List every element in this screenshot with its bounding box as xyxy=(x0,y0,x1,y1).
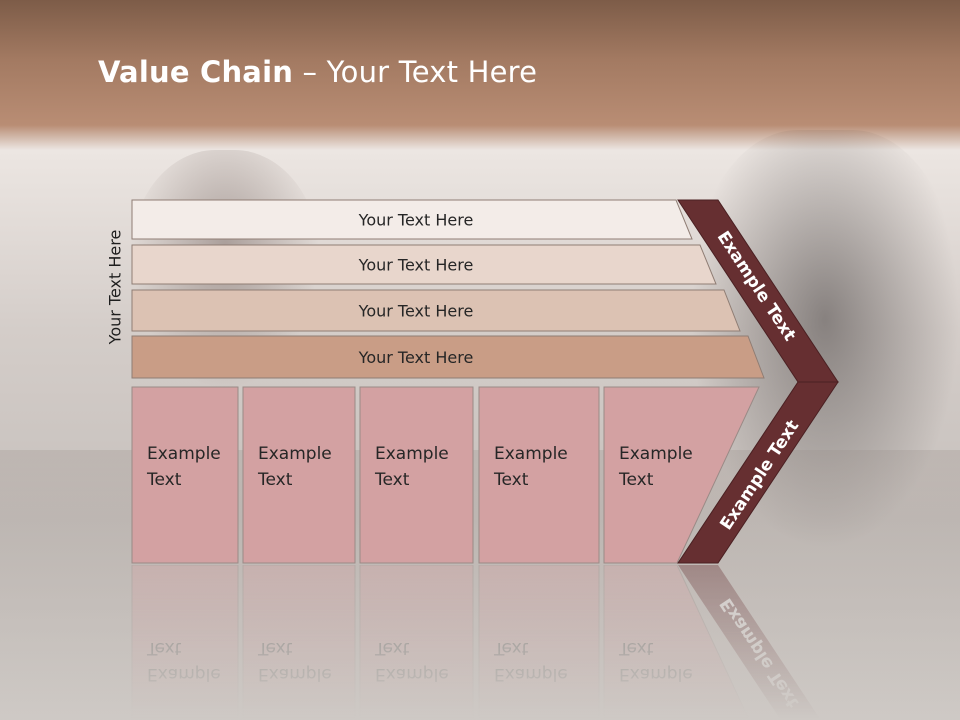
reflection-box-line1-4: Example xyxy=(494,664,568,684)
bar-label-1: Your Text Here xyxy=(358,211,474,230)
reflection-box-line1-3: Example xyxy=(375,664,449,684)
chevron-lower-arm xyxy=(677,381,839,564)
reflection-box-3 xyxy=(359,564,474,720)
reflection-box-line2-2: Text xyxy=(257,638,293,658)
bar-3 xyxy=(131,289,741,332)
box-line1-1: Example xyxy=(147,444,221,464)
box-1 xyxy=(131,386,239,564)
reflection-box-line2-1: Text xyxy=(146,638,182,658)
slide-title: Value Chain – Your Text Here xyxy=(98,55,537,89)
bar-1 xyxy=(131,199,693,240)
box-line1-4: Example xyxy=(494,444,568,464)
reflection-box-line1-1: Example xyxy=(147,664,221,684)
reflection-box-line2-5: Text xyxy=(618,638,654,658)
box-5 xyxy=(603,386,760,564)
reflection-box-line2-3: Text xyxy=(374,638,410,658)
bar-label-2: Your Text Here xyxy=(358,256,474,275)
title-bold: Value Chain xyxy=(98,55,294,89)
bar-label-4: Your Text Here xyxy=(358,348,474,367)
reflection-box-4 xyxy=(478,564,600,720)
reflection-box-5 xyxy=(603,564,750,720)
box-line2-2: Text xyxy=(257,470,293,490)
reflection-box-line1-5: Example xyxy=(619,664,693,684)
bar-label-3: Your Text Here xyxy=(358,302,474,321)
box-line1-5: Example xyxy=(619,444,693,464)
box-line2-5: Text xyxy=(618,470,654,490)
reflection-box-2 xyxy=(242,564,356,720)
box-line1-3: Example xyxy=(375,444,449,464)
box-2 xyxy=(242,386,356,564)
box-line1-2: Example xyxy=(258,444,332,464)
reflection-box-line2-4: Text xyxy=(493,638,529,658)
bar-2 xyxy=(131,244,717,285)
bar-4 xyxy=(131,335,765,379)
box-line2-3: Text xyxy=(374,470,410,490)
reflection-box-1 xyxy=(131,564,239,720)
box-3 xyxy=(359,386,474,564)
box-line2-4: Text xyxy=(493,470,529,490)
reflection-chevron-arm xyxy=(678,565,821,720)
box-4 xyxy=(478,386,600,564)
reflection-box-line1-2: Example xyxy=(258,664,332,684)
box-line2-1: Text xyxy=(146,470,182,490)
title-rest: – Your Text Here xyxy=(293,55,538,89)
